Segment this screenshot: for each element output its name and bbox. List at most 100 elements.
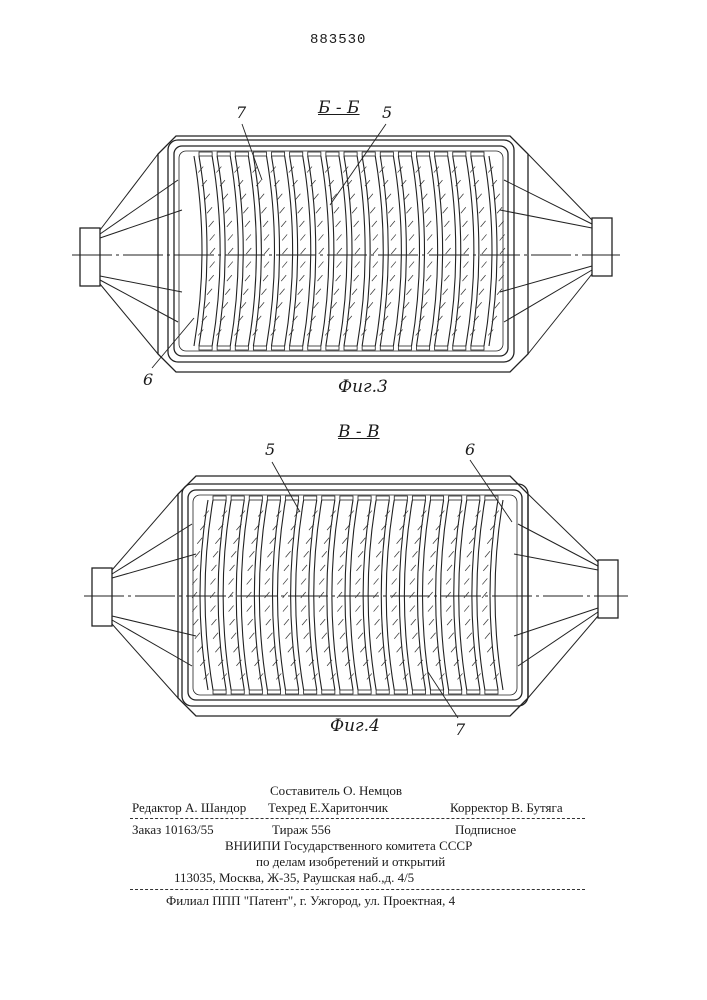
plate-tab-bottom: [358, 690, 371, 694]
baffle-plate-edge: [477, 500, 485, 690]
imprint-address: 113035, Москва, Ж-35, Раушская наб.,д. 4…: [174, 870, 414, 886]
hatch-mark: [252, 538, 257, 544]
baffle-plate-edge: [278, 500, 286, 690]
imprint-editor: Редактор А. Шандор: [132, 800, 246, 816]
plate-tab-bottom: [376, 690, 389, 694]
hatch-mark: [228, 592, 233, 598]
plate-tab-top: [431, 496, 444, 500]
hatch-mark: [304, 551, 309, 557]
hatch-mark: [447, 565, 452, 571]
imprint-rule-top: [130, 818, 585, 819]
hatch-mark: [429, 565, 434, 571]
hatch-mark: [231, 551, 236, 557]
hatch-mark: [412, 633, 417, 639]
plate-tab-bottom: [286, 690, 299, 694]
hatch-mark: [338, 619, 343, 625]
hatch-mark: [306, 538, 311, 544]
hatch-mark: [467, 551, 472, 557]
baffle-plate-edge: [459, 500, 467, 690]
hatch-mark: [288, 646, 293, 652]
hatch-mark: [360, 538, 365, 544]
imprint-compiler: Составитель О. Немцов: [270, 783, 402, 799]
plate-tab-top: [322, 496, 335, 500]
plate-tab-top: [358, 496, 371, 500]
hatch-mark: [373, 592, 378, 598]
baffle-plate-edge: [441, 500, 449, 690]
hatch-mark: [210, 606, 215, 612]
hatch-mark: [465, 565, 470, 571]
hatch-mark: [324, 646, 329, 652]
hatch-mark: [397, 538, 402, 544]
imprint-circulation: Тираж 556: [272, 822, 331, 838]
hatch-mark: [337, 606, 342, 612]
hatch-mark: [319, 592, 324, 598]
plate-tab-top: [213, 496, 226, 500]
plate-tab-top: [267, 496, 280, 500]
fig4-callout-5: 5: [265, 440, 275, 459]
callout-leader: [272, 462, 300, 512]
hatch-mark: [487, 646, 492, 652]
imprint-org-line2: по делам изобретений и открытий: [256, 854, 445, 870]
hatch-mark: [246, 592, 251, 598]
cone-line: [112, 624, 178, 698]
hatch-mark: [340, 633, 345, 639]
hatch-mark: [376, 551, 381, 557]
hatch-mark: [233, 538, 238, 544]
hatch-mark: [469, 538, 474, 544]
cone-line: [514, 554, 598, 570]
hatch-mark: [265, 592, 270, 598]
hatch-mark: [355, 606, 360, 612]
hatch-mark: [322, 633, 327, 639]
plate-tab-bottom: [449, 690, 462, 694]
hatch-mark: [410, 578, 415, 584]
hatch-mark: [411, 619, 416, 625]
hatch-mark: [211, 565, 216, 571]
hatch-mark: [229, 578, 234, 584]
hatch-mark: [304, 633, 309, 639]
imprint-techred: Техред Е.Харитончик: [268, 800, 388, 816]
cone-line: [112, 616, 196, 636]
hatch-mark: [306, 646, 311, 652]
hatch-mark: [210, 578, 215, 584]
hatch-mark: [428, 578, 433, 584]
hatch-mark: [301, 606, 306, 612]
hatch-mark: [410, 592, 415, 598]
hatch-mark: [319, 606, 324, 612]
hatch-mark: [483, 565, 488, 571]
hatch-mark: [482, 606, 487, 612]
cone-line: [112, 620, 192, 666]
cone-line: [518, 612, 598, 666]
hatch-mark: [433, 646, 438, 652]
hatch-mark: [433, 538, 438, 544]
imprint-rule-bottom: [130, 889, 585, 890]
hatch-mark: [248, 619, 253, 625]
hatch-mark: [337, 578, 342, 584]
hatch-mark: [360, 646, 365, 652]
hatch-mark: [375, 619, 380, 625]
plate-tab-bottom: [412, 690, 425, 694]
hatch-mark: [465, 619, 470, 625]
hatch-mark: [283, 606, 288, 612]
hatch-mark: [215, 646, 220, 652]
baffle-plate-edge: [368, 500, 376, 690]
imprint-subscription: Подписное: [455, 822, 516, 838]
hatch-mark: [301, 578, 306, 584]
fig3-caption: Фиг.3: [338, 377, 388, 397]
hatch-mark: [446, 606, 451, 612]
outlet-flange: [598, 560, 618, 618]
hatch-mark: [211, 619, 216, 625]
plate-tab-bottom: [322, 690, 335, 694]
fig3-section-label: Б - Б: [318, 98, 360, 118]
hatch-mark: [356, 565, 361, 571]
plate-tab-bottom: [267, 690, 280, 694]
hatch-mark: [483, 619, 488, 625]
plate-tab-top: [340, 496, 353, 500]
hatch-mark: [283, 592, 288, 598]
hatch-mark: [446, 578, 451, 584]
hatch-mark: [266, 619, 271, 625]
hatch-mark: [286, 633, 291, 639]
fig3-callout-7: 7: [236, 103, 246, 122]
hatch-mark: [342, 646, 347, 652]
hatch-mark: [288, 538, 293, 544]
hatch-mark: [431, 551, 436, 557]
